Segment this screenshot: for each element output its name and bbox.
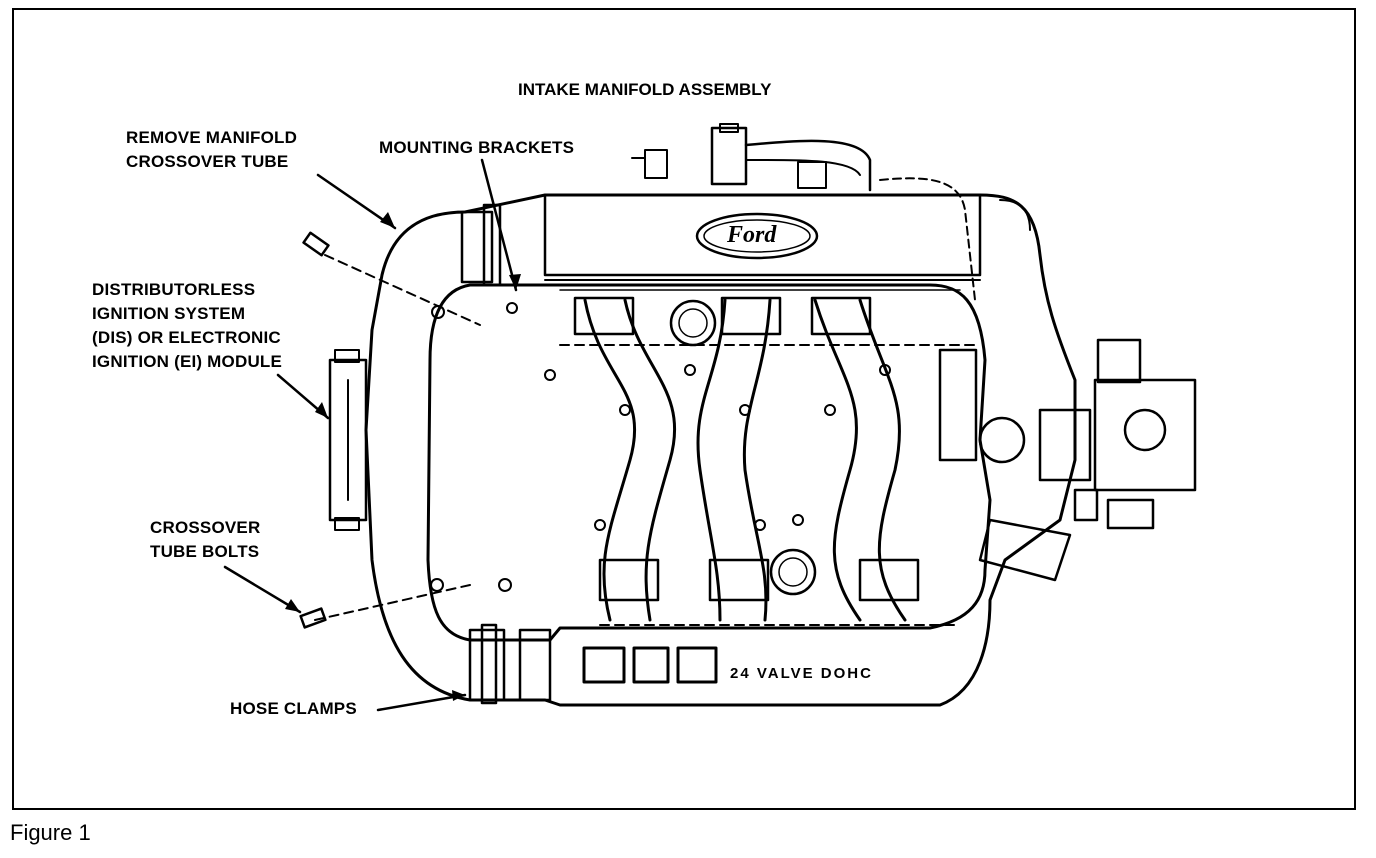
label-line: IGNITION SYSTEM	[92, 304, 246, 323]
ford-logo-text: Ford	[727, 222, 777, 248]
label-line: CROSSOVER	[150, 518, 261, 537]
manifold-inner-outline	[426, 283, 992, 642]
runner-1	[583, 298, 637, 622]
dis-module	[328, 358, 368, 522]
figure-frame	[12, 8, 1356, 810]
label-crossover-bolts: CROSSOVER TUBE BOLTS	[150, 516, 260, 564]
throttle-body	[938, 338, 1197, 530]
runner-2	[696, 298, 727, 622]
manifold-outline	[364, 193, 1077, 707]
label-line: (DIS) OR ELECTRONIC	[92, 328, 281, 347]
arrow-hose-clamps	[376, 693, 467, 712]
arrow-mounting-brackets	[480, 158, 518, 292]
label-line: CROSSOVER TUBE	[126, 152, 289, 171]
label-line: DISTRIBUTORLESS	[92, 280, 256, 299]
arrow-remove-crossover	[316, 173, 397, 230]
label-dis-module: DISTRIBUTORLESS IGNITION SYSTEM (DIS) OR…	[92, 278, 282, 374]
label-line: IGNITION (EI) MODULE	[92, 352, 283, 371]
crossover-tube-top	[460, 210, 494, 284]
ford-logo-oval	[695, 212, 819, 260]
arrow-crossover-bolts	[223, 565, 302, 614]
figure-caption: Figure 1	[10, 820, 91, 845]
label-mounting-brackets: MOUNTING BRACKETS	[379, 138, 575, 157]
label-remove-crossover: REMOVE MANIFOLD CROSSOVER TUBE	[126, 126, 297, 174]
label-line: TUBE BOLTS	[150, 542, 260, 561]
angled-hose	[978, 518, 1072, 582]
sho-lettering	[582, 646, 718, 684]
plenum-spec-text: 24 VALVE DOHC	[730, 665, 873, 682]
diagram-title: INTAKE MANIFOLD ASSEMBLY	[518, 80, 772, 99]
label-hose-clamps: HOSE CLAMPS	[230, 699, 357, 718]
runner-3	[813, 298, 862, 622]
label-line: REMOVE MANIFOLD	[126, 128, 298, 147]
top-sensor	[710, 126, 748, 186]
upper-plenum	[543, 193, 982, 277]
crossover-tube-bottom	[468, 628, 506, 702]
